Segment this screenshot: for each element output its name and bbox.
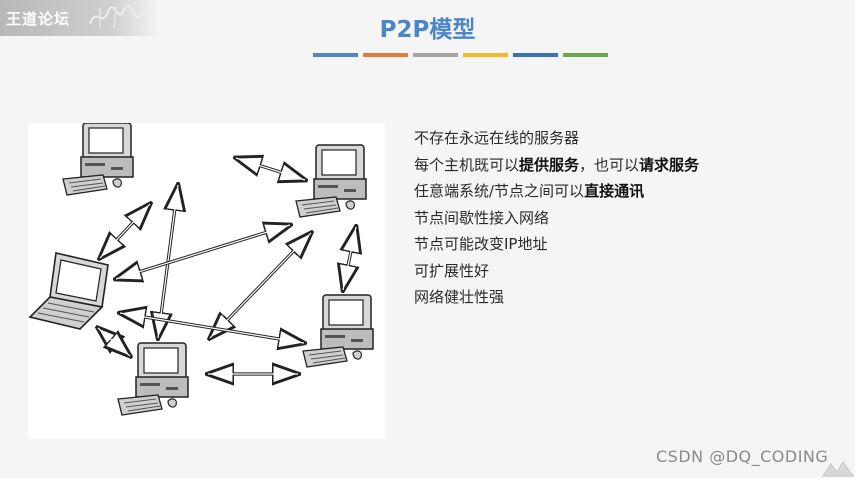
color-bar <box>513 53 558 57</box>
feature-item: 不存在永远在线的服务器 <box>414 125 699 152</box>
forum-watermark: 王道论坛 <box>0 0 160 36</box>
color-bar <box>563 53 608 57</box>
csdn-watermark: CSDN @DQ_CODING <box>656 447 829 466</box>
feature-emphasis: 直接通讯 <box>584 182 645 200</box>
color-bar <box>313 53 358 57</box>
feature-text: 节点间歇性接入网络 <box>414 208 550 227</box>
color-bar <box>463 53 508 57</box>
desktop-computer-icon <box>295 144 367 218</box>
feature-text: 任意端系统/节点之间可以 <box>414 182 585 200</box>
link-arrow-inner <box>209 232 312 339</box>
feature-list: 不存在永远在线的服务器每个主机既可以提供服务，也可以请求服务任意端系统/节点之间… <box>414 125 699 311</box>
feature-item: 节点间歇性接入网络 <box>414 205 699 232</box>
forum-watermark-text: 王道论坛 <box>6 10 71 28</box>
link-arrow-inner <box>99 203 151 259</box>
link-arrow-inner <box>97 327 131 357</box>
corner-decoration-icon <box>822 461 854 477</box>
desktop-computer-icon <box>302 294 374 368</box>
feature-emphasis: 提供服务 <box>519 155 580 174</box>
feature-text: 每个主机既可以 <box>414 155 520 174</box>
feature-item: 网络健壮性强 <box>414 284 699 311</box>
color-bar <box>363 53 408 57</box>
feature-text: 可扩展性好 <box>414 261 490 280</box>
p2p-network-svg <box>28 122 374 416</box>
signature-scribble-icon <box>89 4 155 29</box>
link-arrow-inner <box>342 226 357 291</box>
nodes-layer <box>28 122 374 416</box>
feature-text: 网络健壮性强 <box>414 288 505 306</box>
feature-text: ，也可以 <box>579 155 640 174</box>
links-layer <box>98 158 356 374</box>
feature-item: 节点可能改变IP地址 <box>414 231 699 258</box>
feature-item: 任意端系统/节点之间可以直接通讯 <box>414 178 699 205</box>
link-arrow-inner <box>119 312 305 344</box>
desktop-computer-icon <box>117 342 189 416</box>
title-color-bars <box>313 53 608 57</box>
feature-text: 不存在永远在线的服务器 <box>414 129 580 147</box>
p2p-network-diagram <box>28 122 385 439</box>
slide-title: P2P模型 <box>379 17 476 43</box>
laptop-computer-icon <box>28 252 109 330</box>
color-bar <box>413 53 458 57</box>
desktop-computer-icon <box>62 122 134 196</box>
feature-text: 节点可能改变IP地址 <box>414 235 548 253</box>
feature-item: 可扩展性好 <box>414 258 699 285</box>
link-arrow-inner <box>235 157 306 181</box>
feature-item: 每个主机既可以提供服务，也可以请求服务 <box>414 152 699 179</box>
link-arrow-inner <box>115 224 291 280</box>
feature-emphasis: 请求服务 <box>639 155 700 174</box>
